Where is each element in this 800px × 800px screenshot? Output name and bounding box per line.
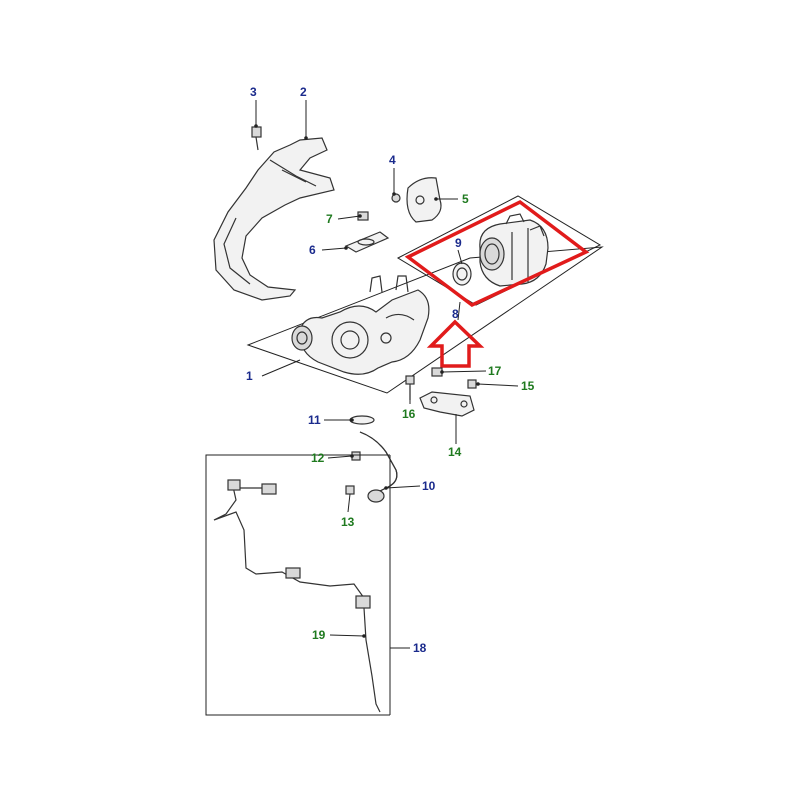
callout-9: 9 bbox=[455, 236, 462, 250]
sensor-harness bbox=[213, 479, 381, 713]
callout-6: 6 bbox=[309, 243, 316, 257]
callout-4: 4 bbox=[389, 153, 396, 167]
bolt-part-13 bbox=[345, 485, 355, 495]
callout-2: 2 bbox=[300, 85, 307, 99]
callout-8: 8 bbox=[452, 307, 459, 321]
oil-pipe-part-10 bbox=[359, 431, 398, 503]
callout-1: 1 bbox=[246, 369, 253, 383]
callout-5: 5 bbox=[462, 192, 469, 206]
seal-ring-part-9 bbox=[452, 262, 472, 286]
bracket-part-14 bbox=[419, 391, 475, 417]
callout-14: 14 bbox=[448, 445, 462, 459]
turbocharger-part-1 bbox=[291, 275, 430, 375]
leader-dots bbox=[254, 124, 480, 638]
harness-box-part-18 bbox=[205, 454, 391, 716]
callout-11: 11 bbox=[308, 413, 321, 427]
callout-labels: 3 2 4 5 7 6 9 8 1 17 15 16 14 11 12 10 1… bbox=[246, 85, 535, 655]
callout-15: 15 bbox=[521, 379, 535, 393]
compressor-housing-part-8 bbox=[479, 213, 549, 287]
bolt-part-4 bbox=[391, 193, 401, 203]
leader-lines bbox=[255, 100, 519, 649]
bracket-part-5 bbox=[406, 177, 442, 223]
callout-7: 7 bbox=[326, 212, 333, 226]
up-arrow-outline bbox=[426, 319, 485, 368]
bolt-part-15 bbox=[467, 379, 477, 389]
callout-16: 16 bbox=[402, 407, 416, 421]
callout-3: 3 bbox=[250, 85, 257, 99]
callout-12: 12 bbox=[311, 451, 325, 465]
callout-17: 17 bbox=[488, 364, 502, 378]
highlight-box bbox=[404, 199, 590, 308]
callout-18: 18 bbox=[413, 641, 427, 655]
heat-shield-part-2 bbox=[213, 137, 335, 301]
bolt-part-3 bbox=[251, 126, 262, 151]
callout-19: 19 bbox=[312, 628, 326, 642]
callout-10: 10 bbox=[422, 479, 436, 493]
callout-13: 13 bbox=[341, 515, 355, 529]
gasket-part-6 bbox=[344, 231, 390, 253]
